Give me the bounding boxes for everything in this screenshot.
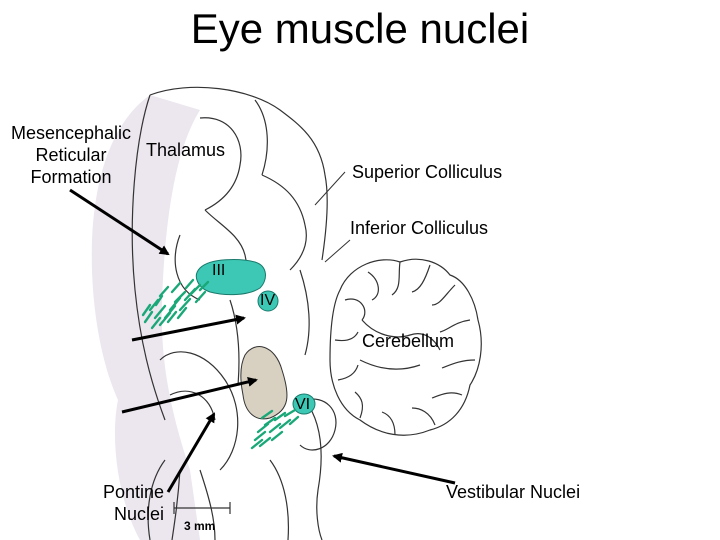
nucleus-vi-shape — [292, 393, 316, 415]
pons-arrow — [121, 376, 258, 414]
scale-bar — [173, 502, 231, 514]
scale-label: 3 mm — [184, 519, 216, 533]
pontine-fibers — [250, 408, 300, 450]
inferior-colliculus-leader — [324, 239, 351, 263]
brainstem-outer — [149, 86, 328, 261]
inferior-colliculus-label: Inferior Colliculus — [350, 218, 489, 238]
superior-colliculus-leader — [314, 171, 346, 206]
mrf-fibers — [141, 278, 210, 330]
thalamus-label: Thalamus — [146, 140, 226, 160]
thalamus-arc — [199, 117, 242, 211]
leader-lines — [314, 171, 351, 263]
nucleus-vi-label: VI — [295, 396, 311, 413]
nucleus-iv-shape — [257, 290, 279, 312]
superior-colliculus-label: Superior Colliculus — [352, 162, 503, 182]
arrows — [69, 188, 456, 493]
mesencephalic-reticular-formation-label: Mesencephalic Reticular Formation — [10, 123, 132, 187]
nucleus-iii-shape — [195, 259, 266, 296]
pontine-nuclei-label: Pontine Nuclei — [102, 482, 164, 524]
brainstem-shadow — [91, 95, 200, 540]
pontine-arrow — [166, 412, 216, 493]
iv-arrow — [131, 314, 246, 342]
vestibular-arrow — [332, 452, 456, 485]
brain-outlines — [131, 86, 482, 540]
diagram-title: Eye muscle nuclei — [190, 5, 530, 52]
mrf-arrow — [69, 188, 170, 256]
nucleus-iv-label: IV — [260, 292, 276, 309]
cerebellum-outline — [329, 258, 482, 436]
vestibular-nuclei-label: Vestibular Nuclei — [446, 482, 581, 502]
nucleus-iii-label: III — [212, 262, 226, 279]
cerebellum-label: Cerebellum — [362, 331, 455, 351]
